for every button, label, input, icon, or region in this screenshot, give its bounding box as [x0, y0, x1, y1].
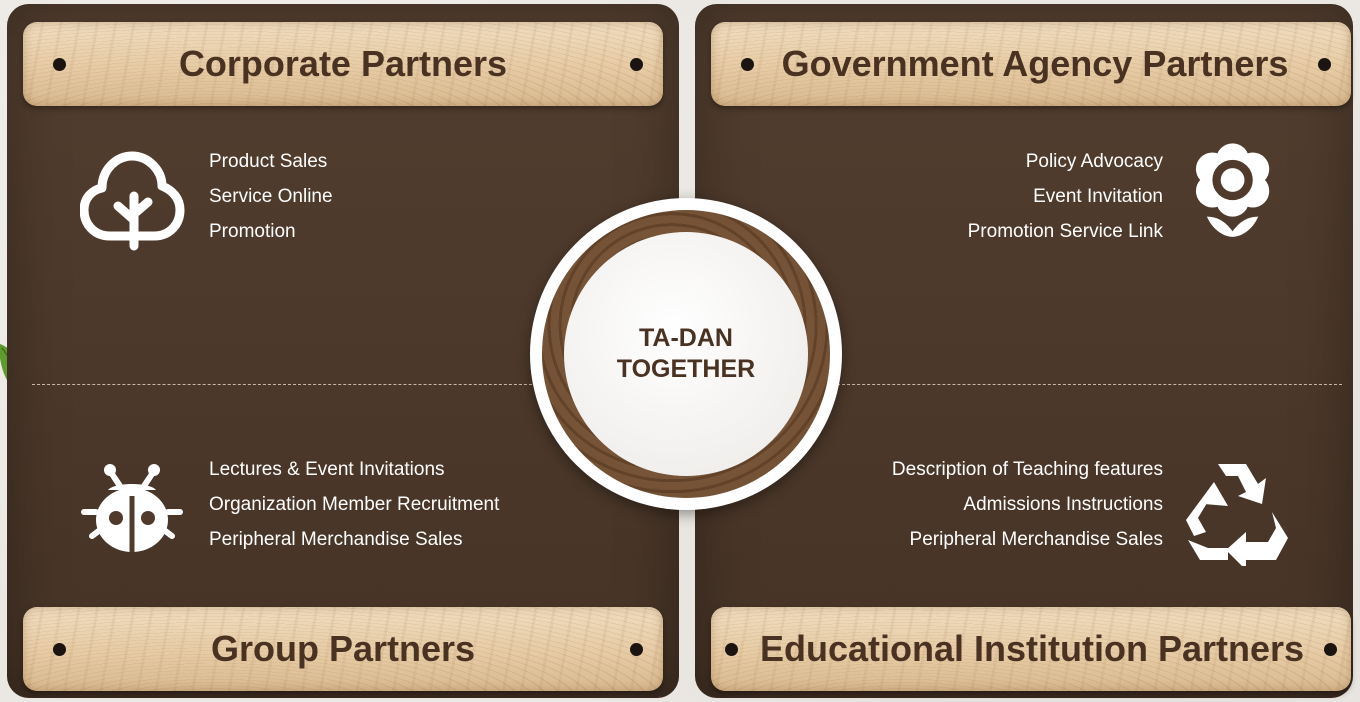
corporate-items: Product Sales Service Online Promotion: [209, 144, 333, 249]
nail-icon: [1324, 643, 1337, 656]
plank-group-partners: Group Partners: [23, 607, 663, 691]
tree-icon: [80, 151, 185, 251]
nail-icon: [53, 58, 66, 71]
list-item: Policy Advocacy: [1025, 151, 1163, 172]
plank-government-agency-partners: Government Agency Partners: [711, 22, 1351, 106]
nail-icon: [630, 58, 643, 71]
quadrant-title-corporate: Corporate Partners: [178, 43, 508, 84]
plank-educational-institution-partners: Educational Institution Partners: [711, 607, 1351, 691]
quadrant-title-educational: Educational Institution Partners: [759, 628, 1305, 669]
list-item: Event Invitation: [1033, 186, 1163, 207]
educational-items: Description of Teaching features Admissi…: [892, 452, 1163, 557]
list-item: Lectures & Event Invitations: [209, 459, 445, 480]
quadrant-title-government: Government Agency Partners: [781, 43, 1289, 84]
list-item: Peripheral Merchandise Sales: [909, 529, 1163, 550]
plank-corporate-partners: Corporate Partners: [23, 22, 663, 106]
list-item: Organization Member Recruitment: [209, 494, 500, 515]
list-item: Peripheral Merchandise Sales: [209, 529, 463, 550]
recycle-icon: [1186, 464, 1288, 566]
list-item: Product Sales: [209, 151, 328, 172]
list-item: Service Online: [209, 186, 333, 207]
list-item: Promotion: [209, 221, 296, 242]
nail-icon: [725, 643, 738, 656]
government-items: Policy Advocacy Event Invitation Promoti…: [968, 144, 1163, 249]
center-label-line2: TOGETHER: [616, 355, 756, 383]
flower-icon: [1195, 143, 1270, 237]
divider-right: [832, 384, 1342, 385]
nail-icon: [53, 643, 66, 656]
center-badge: TA-DAN TOGETHER: [564, 232, 808, 476]
list-item: Description of Teaching features: [891, 459, 1163, 480]
list-item: Admissions Instructions: [963, 494, 1163, 515]
list-item: Promotion Service Link: [967, 221, 1163, 242]
ladybug-icon: [81, 464, 183, 552]
group-items: Lectures & Event Invitations Organizatio…: [209, 452, 499, 557]
nail-icon: [741, 58, 754, 71]
nail-icon: [630, 643, 643, 656]
quadrant-title-group: Group Partners: [210, 628, 476, 669]
center-label-line1: TA-DAN: [639, 324, 733, 352]
divider-left: [32, 384, 542, 385]
nail-icon: [1318, 58, 1331, 71]
